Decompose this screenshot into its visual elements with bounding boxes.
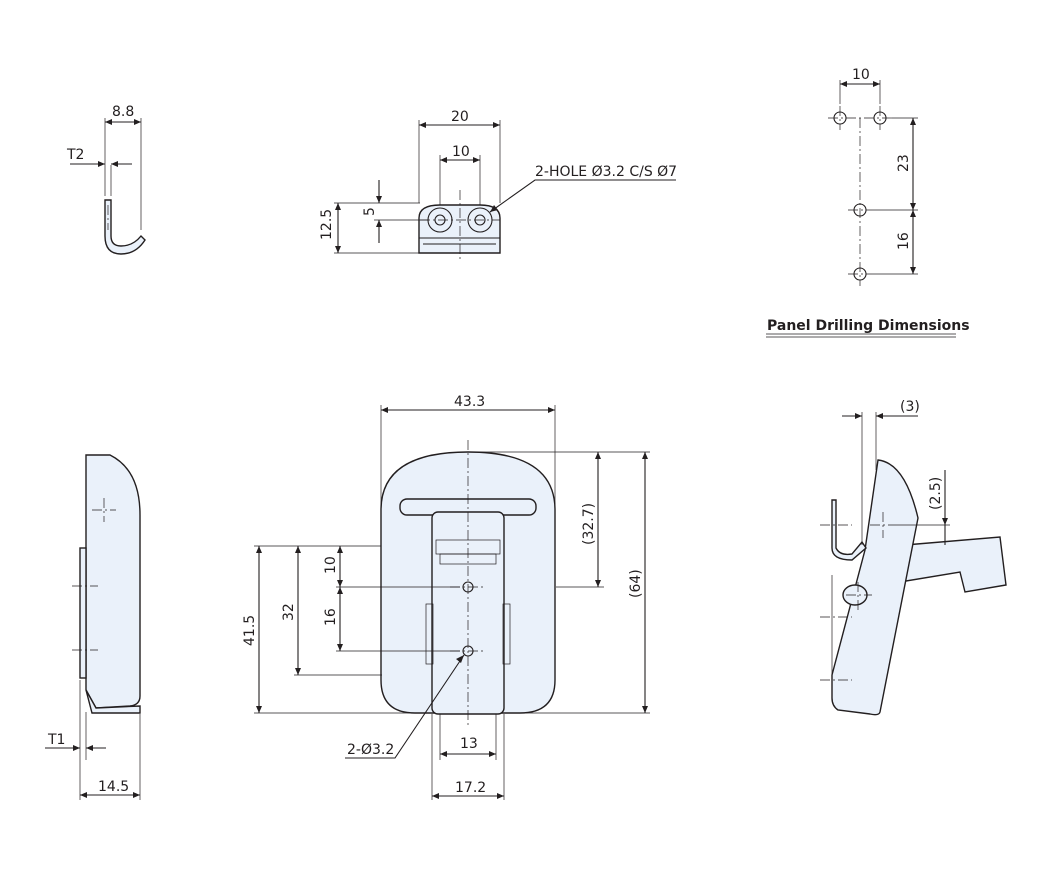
label-17-2: 17.2 [455, 780, 486, 796]
label-5: 5 [362, 207, 378, 216]
label-3: (3) [900, 399, 920, 415]
label-14-5: 14.5 [98, 779, 129, 795]
label-t1: T1 [47, 732, 65, 748]
label-16-drill: 16 [896, 232, 912, 250]
label-41-5: 41.5 [242, 615, 258, 646]
label-32: 32 [281, 603, 297, 621]
label-32-7: (32.7) [581, 503, 597, 545]
latch-open-view [820, 412, 1007, 716]
label-10-main: 10 [323, 556, 339, 574]
label-2-phi-3-2: 2-Ø3.2 [347, 742, 394, 758]
label-16-main: 16 [323, 608, 339, 626]
label-t2: T2 [66, 147, 84, 163]
label-10-top: 10 [452, 144, 470, 160]
bracket-front-view [334, 120, 676, 260]
label-8-8: 8.8 [112, 104, 134, 120]
hook-side-view [70, 118, 146, 255]
label-43-3: 43.3 [454, 394, 485, 410]
label-13: 13 [460, 736, 478, 752]
latch-side-view [45, 454, 141, 800]
label-64: (64) [628, 569, 644, 598]
label-20: 20 [451, 109, 469, 125]
latch-front-view [254, 405, 650, 800]
panel-drilling-title: Panel Drilling Dimensions [767, 318, 970, 334]
label-23: 23 [896, 154, 912, 172]
hole-note: 2-HOLE Ø3.2 C/S Ø7 [535, 164, 677, 180]
panel-drilling-diagram [766, 80, 956, 338]
label-10-drill: 10 [852, 67, 870, 83]
label-2-5: (2.5) [928, 477, 944, 510]
label-12-5: 12.5 [319, 209, 335, 240]
